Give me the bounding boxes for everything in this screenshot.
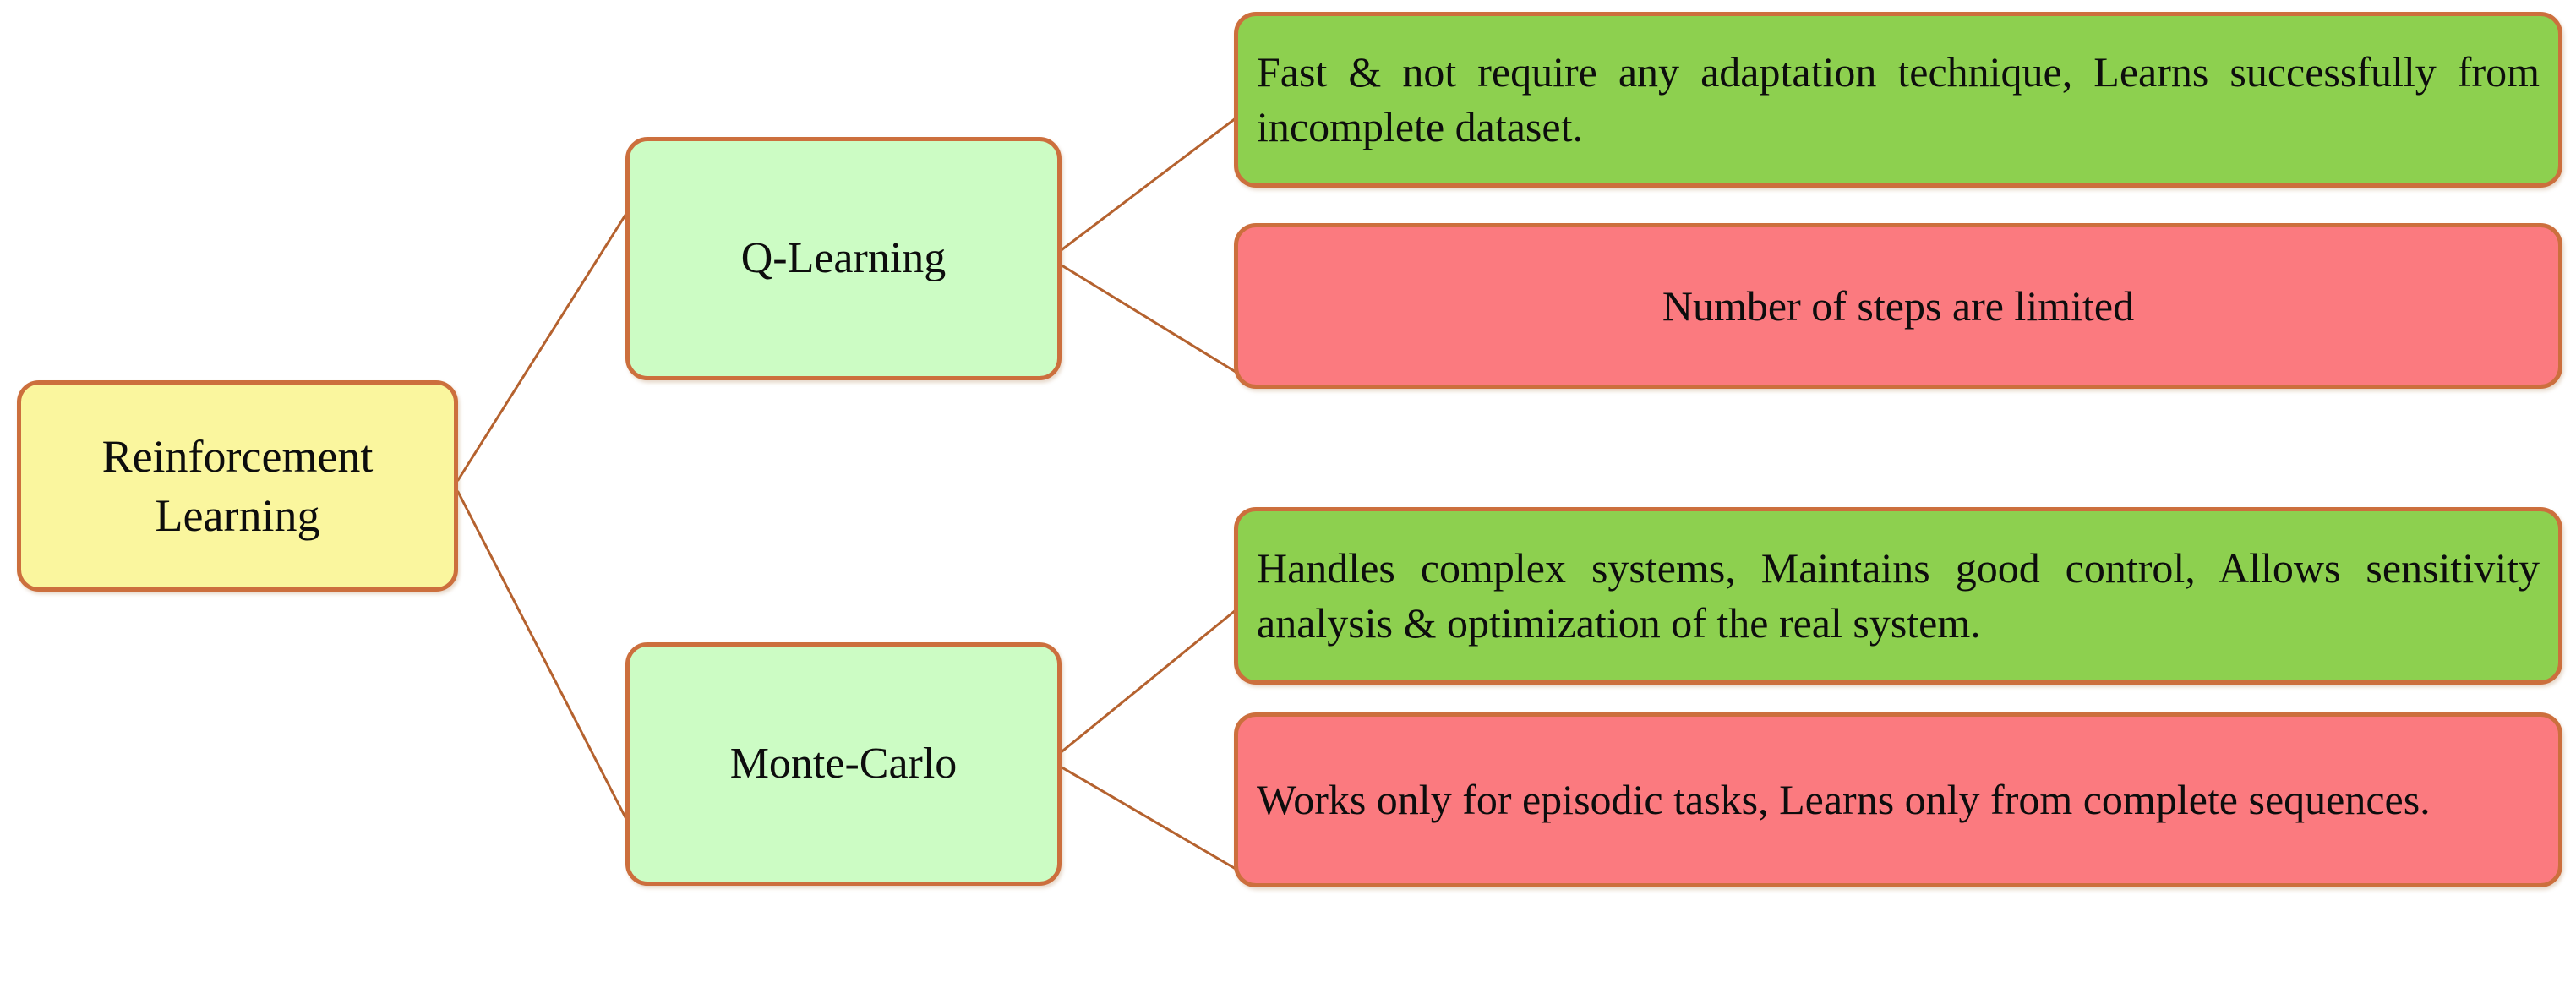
panel-monte-carlo-advantages-text: Handles complex systems, Maintains good … [1257,544,2540,647]
root-label-line-1: Reinforcement [101,430,374,482]
node-reinforcement-learning[interactable]: Reinforcement Learning [17,380,458,592]
root-label-line-2: Learning [155,490,320,541]
connector-root-to-q-learning [456,208,630,482]
panel-q-learning-advantages-text: Fast & not require any adaptation techni… [1257,48,2540,150]
node-q-learning[interactable]: Q-Learning [625,137,1062,380]
panel-monte-carlo-advantages[interactable]: Handles complex systems, Maintains good … [1234,507,2562,685]
panel-q-learning-limitations[interactable]: Number of steps are limited [1234,223,2562,389]
connector-q-learning-to-q-learning-limitations [1057,262,1237,374]
connector-root-to-monte-carlo [456,490,630,826]
panel-q-learning-limitations-text: Number of steps are limited [1662,281,2135,330]
node-monte-carlo[interactable]: Monte-Carlo [625,642,1062,886]
panel-q-learning-advantages[interactable]: Fast & not require any adaptation techni… [1234,12,2562,188]
connector-monte-carlo-to-monte-carlo-limitations [1057,764,1237,871]
node-monte-carlo-label: Monte-Carlo [729,740,958,789]
node-reinforcement-learning-label: Reinforcement Learning [21,427,454,545]
panel-monte-carlo-limitations-text: Works only for episodic tasks, Learns on… [1257,776,2431,823]
connector-monte-carlo-to-monte-carlo-advantages [1057,609,1237,756]
node-q-learning-label: Q-Learning [740,234,947,283]
connector-q-learning-to-q-learning-advantages [1057,117,1237,254]
panel-monte-carlo-limitations[interactable]: Works only for episodic tasks, Learns on… [1234,712,2562,887]
